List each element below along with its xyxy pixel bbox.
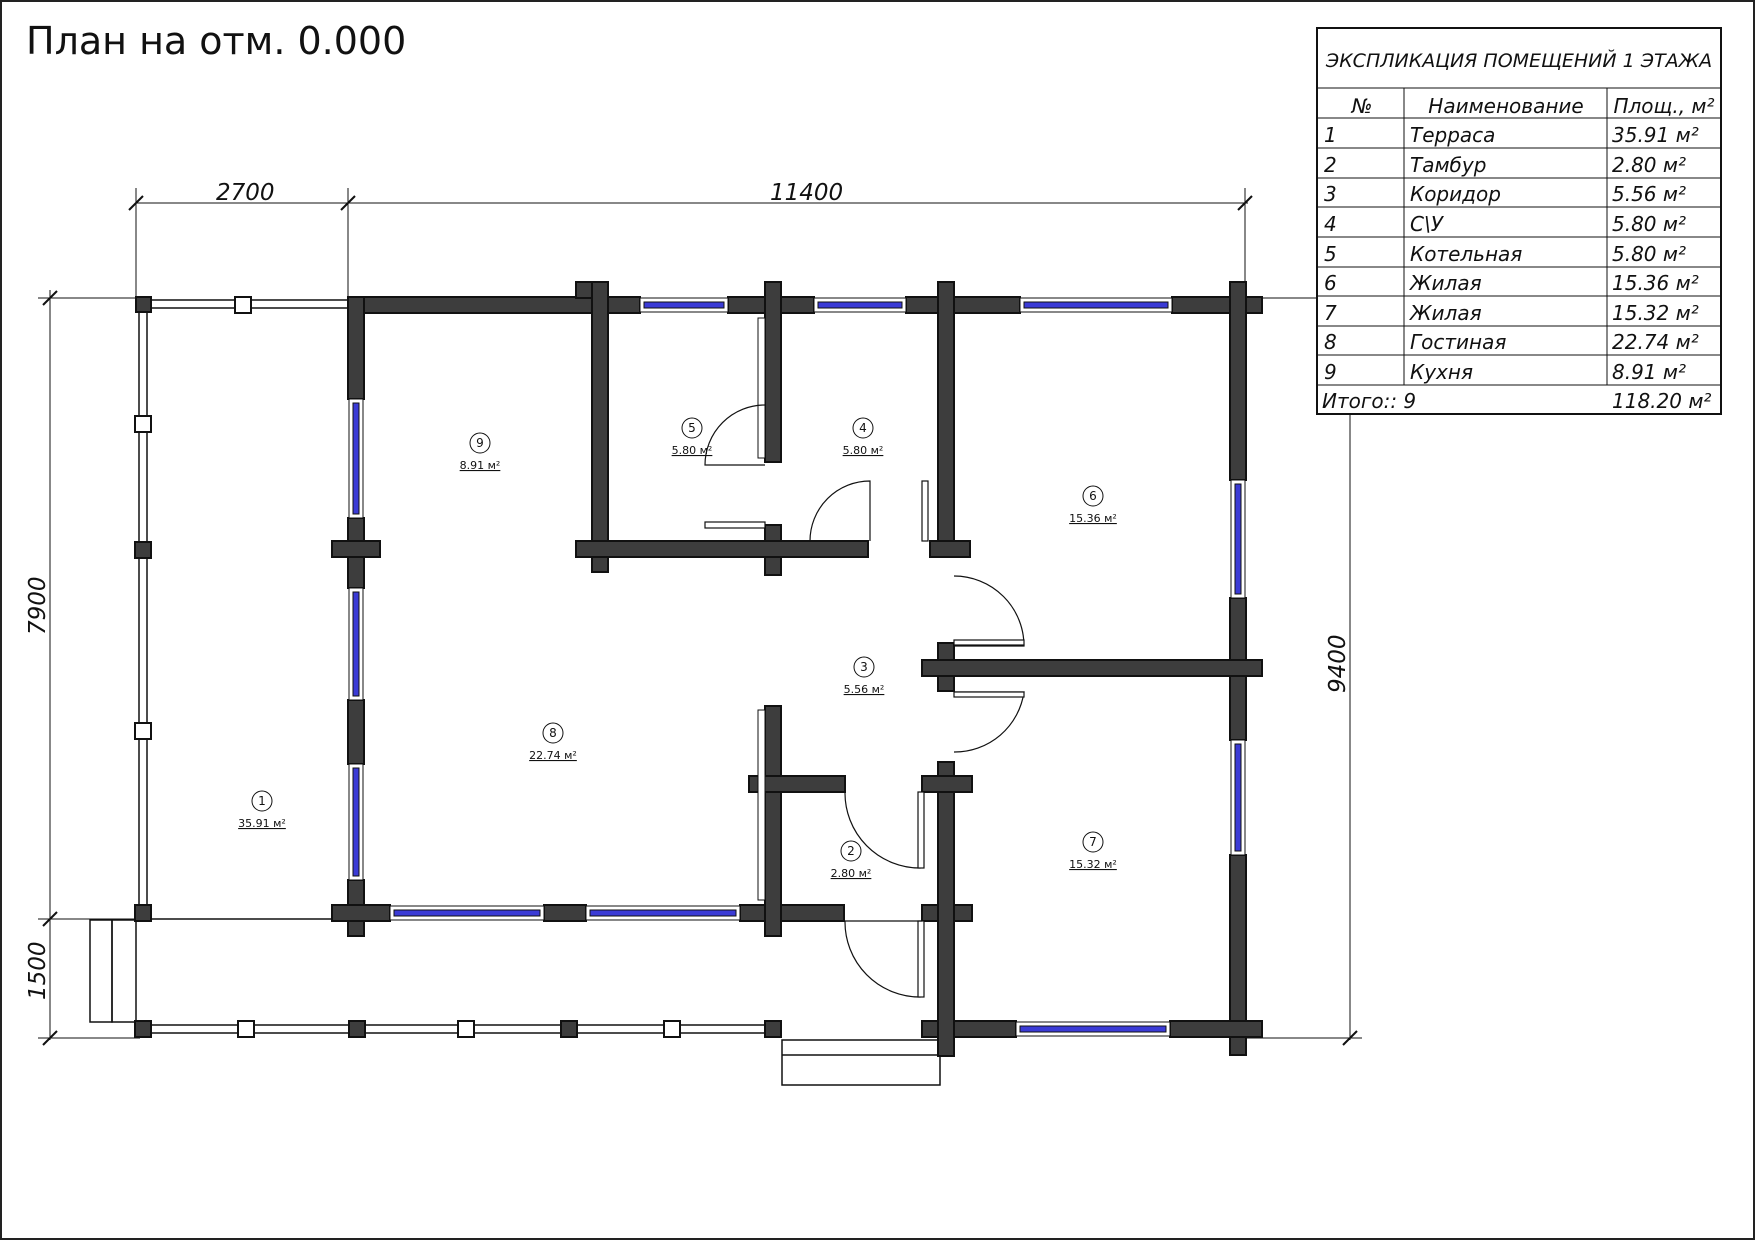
svg-text:35.91 м²: 35.91 м² xyxy=(1612,123,1699,147)
svg-text:2: 2 xyxy=(847,844,855,858)
table-row: 4 С\У 5.80 м² xyxy=(1324,212,1686,236)
svg-text:15.36 м²: 15.36 м² xyxy=(1069,512,1117,525)
svg-text:2.80 м²: 2.80 м² xyxy=(1612,153,1686,177)
doors xyxy=(704,404,1025,998)
svg-text:5.80 м²: 5.80 м² xyxy=(1612,212,1686,236)
svg-text:8.91 м²: 8.91 м² xyxy=(1612,360,1686,384)
svg-text:8: 8 xyxy=(1324,330,1337,354)
svg-text:35.91 м²: 35.91 м² xyxy=(238,817,286,830)
svg-text:Коридор: Коридор xyxy=(1410,182,1501,206)
room-5-label: 5 5.80 м² xyxy=(672,417,713,457)
total-label: Итого:: 9 xyxy=(1322,389,1416,413)
room-1-label: 1 35.91 м² xyxy=(238,790,286,830)
table-row: 6 Жилая 15.36 м² xyxy=(1324,271,1699,295)
table-row: 5 Котельная 5.80 м² xyxy=(1324,242,1686,266)
svg-text:5.80 м²: 5.80 м² xyxy=(843,444,884,457)
terrace-posts xyxy=(134,296,782,1038)
terrace-railing xyxy=(89,299,941,1086)
table-row: 3 Коридор 5.56 м² xyxy=(1324,182,1686,206)
svg-text:Кухня: Кухня xyxy=(1410,360,1473,384)
svg-text:8: 8 xyxy=(549,726,557,740)
col-header-num: № xyxy=(1351,94,1373,118)
dimension-1500: 1500 xyxy=(25,941,51,1000)
svg-text:2: 2 xyxy=(1324,153,1337,177)
svg-text:1: 1 xyxy=(1324,123,1337,147)
svg-text:9: 9 xyxy=(1324,360,1337,384)
room-6-label: 6 15.36 м² xyxy=(1069,485,1117,525)
svg-text:5.80 м²: 5.80 м² xyxy=(1612,242,1686,266)
svg-text:3: 3 xyxy=(1324,182,1337,206)
svg-text:5.56 м²: 5.56 м² xyxy=(1612,182,1686,206)
svg-text:15.36 м²: 15.36 м² xyxy=(1612,271,1699,295)
svg-text:Гостиная: Гостиная xyxy=(1410,330,1506,354)
house-walls xyxy=(331,281,1263,1057)
svg-text:С\У: С\У xyxy=(1410,212,1445,236)
svg-text:Жилая: Жилая xyxy=(1408,271,1482,295)
room-labels: 1 35.91 м² 2 2.80 м² 3 5.56 м² 4 5.80 м²… xyxy=(238,417,1117,880)
svg-text:22.74 м²: 22.74 м² xyxy=(529,749,577,762)
svg-text:15.32 м²: 15.32 м² xyxy=(1612,301,1699,325)
dimension-7900: 7900 xyxy=(25,576,51,635)
room-3-label: 3 5.56 м² xyxy=(844,656,885,696)
table-row: 7 Жилая 15.32 м² xyxy=(1324,301,1699,325)
room-2-label: 2 2.80 м² xyxy=(831,840,872,880)
svg-text:3: 3 xyxy=(860,660,868,674)
svg-text:Тамбур: Тамбур xyxy=(1410,153,1486,177)
svg-text:7: 7 xyxy=(1324,301,1337,325)
svg-text:Жилая: Жилая xyxy=(1408,301,1482,325)
table-row: 2 Тамбур 2.80 м² xyxy=(1324,153,1686,177)
total-area: 118.20 м² xyxy=(1612,389,1711,413)
explication-table: ЭКСПЛИКАЦИЯ ПОМЕЩЕНИЙ 1 ЭТАЖА № Наименов… xyxy=(1316,27,1722,415)
svg-text:22.74 м²: 22.74 м² xyxy=(1612,330,1699,354)
svg-text:5: 5 xyxy=(688,421,696,435)
svg-text:4: 4 xyxy=(859,421,867,435)
svg-text:6: 6 xyxy=(1324,271,1337,295)
svg-text:15.32 м²: 15.32 м² xyxy=(1069,858,1117,871)
table-row: 8 Гостиная 22.74 м² xyxy=(1324,330,1699,354)
room-4-label: 4 5.80 м² xyxy=(843,417,884,457)
svg-text:9: 9 xyxy=(476,436,484,450)
svg-text:5: 5 xyxy=(1324,242,1337,266)
room-9-label: 9 8.91 м² xyxy=(460,432,501,472)
dimension-9400: 9400 xyxy=(1325,634,1351,693)
table-row: 9 Кухня 8.91 м² xyxy=(1324,360,1686,384)
windows xyxy=(348,297,1246,1037)
col-header-area: Площ., м² xyxy=(1613,94,1714,118)
svg-text:5.80 м²: 5.80 м² xyxy=(672,444,713,457)
svg-text:4: 4 xyxy=(1324,212,1337,236)
table-row: 1 Терраса 35.91 м² xyxy=(1324,123,1699,147)
dimension-11400: 11400 xyxy=(770,180,843,206)
svg-text:5.56 м²: 5.56 м² xyxy=(844,683,885,696)
explication-title: ЭКСПЛИКАЦИЯ ПОМЕЩЕНИЙ 1 ЭТАЖА xyxy=(1325,49,1712,72)
svg-text:Терраса: Терраса xyxy=(1410,123,1495,147)
room-7-label: 7 15.32 м² xyxy=(1069,831,1117,871)
svg-text:Котельная: Котельная xyxy=(1410,242,1522,266)
room-8-label: 8 22.74 м² xyxy=(529,722,577,762)
drawing-title: План на отм. 0.000 xyxy=(26,19,406,63)
svg-text:8.91 м²: 8.91 м² xyxy=(460,459,501,472)
svg-text:1: 1 xyxy=(258,794,266,808)
dimension-2700: 2700 xyxy=(216,180,275,206)
svg-text:6: 6 xyxy=(1089,489,1097,503)
svg-text:7: 7 xyxy=(1089,835,1097,849)
svg-text:2.80 м²: 2.80 м² xyxy=(831,867,872,880)
col-header-name: Наименование xyxy=(1428,94,1583,118)
